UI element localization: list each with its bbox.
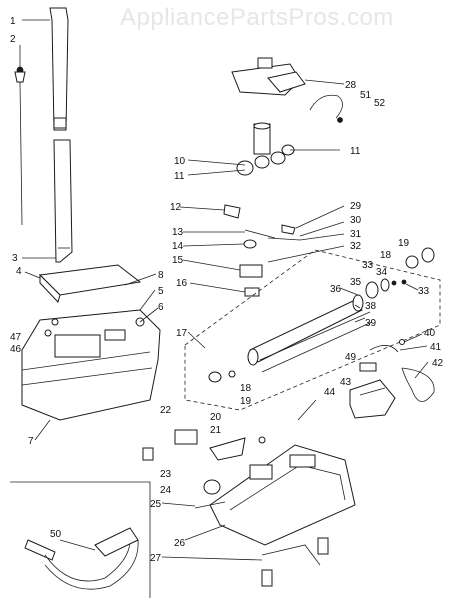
callout-33b: 33 [418, 286, 430, 297]
callout-33a: 33 [362, 260, 374, 271]
knob-23 [142, 447, 154, 461]
callout-22: 22 [160, 405, 172, 416]
callout-40: 40 [424, 328, 436, 339]
callout-47: 47 [10, 332, 22, 343]
callout-44: 44 [324, 387, 336, 398]
screw-47 [51, 318, 59, 326]
callout-30: 30 [350, 215, 362, 226]
gear-stack [236, 122, 295, 176]
callout-41: 41 [430, 342, 442, 353]
callout-12: 12 [170, 202, 182, 213]
leader-lines [19, 19, 429, 561]
callout-10: 10 [174, 156, 186, 167]
callout-34: 34 [376, 267, 388, 278]
callout-labels: 1 2 3 4 5 6 7 8 10 11 11 12 13 14 15 16 … [10, 16, 444, 564]
callout-43: 43 [340, 377, 352, 388]
wand-upper [49, 7, 69, 131]
callout-28: 28 [345, 80, 357, 91]
callout-51: 51 [360, 90, 372, 101]
callout-11b: 11 [350, 146, 361, 157]
callout-17: 17 [176, 328, 188, 339]
callout-39: 39 [365, 318, 377, 329]
screw-46 [44, 329, 52, 337]
callout-11a: 11 [174, 171, 185, 182]
motor-43 [349, 379, 396, 419]
callout-18b: 18 [380, 250, 392, 261]
axle-25 [194, 501, 226, 509]
wand-lower [53, 139, 73, 263]
callout-52: 52 [374, 98, 386, 109]
power-cord [14, 66, 26, 226]
callout-6: 6 [158, 302, 164, 313]
callout-4: 4 [16, 266, 22, 277]
watermark: AppliancePartsPros.com [120, 4, 394, 31]
callout-5: 5 [158, 286, 164, 297]
callout-18a: 18 [240, 383, 252, 394]
callout-16: 16 [176, 278, 188, 289]
callout-31: 31 [350, 229, 362, 240]
callout-14: 14 [172, 241, 184, 252]
inset-border [10, 481, 151, 598]
canister-body [21, 309, 161, 421]
callout-8: 8 [158, 270, 164, 281]
callout-27: 27 [150, 553, 162, 564]
base-plate [209, 444, 356, 546]
bag-housing [38, 264, 142, 303]
handle-27 [261, 537, 329, 587]
callout-7: 7 [28, 436, 34, 447]
brushroll [247, 294, 373, 373]
callout-25: 25 [150, 499, 162, 510]
callout-19b: 19 [398, 238, 410, 249]
hose-50 [24, 527, 139, 590]
wheel-24 [203, 479, 221, 495]
filter-49 [359, 362, 377, 372]
callout-19a: 19 [240, 396, 252, 407]
callout-32: 32 [350, 241, 362, 252]
linkage-parts [223, 204, 301, 297]
callout-36: 36 [330, 284, 342, 295]
assembly-outline [184, 249, 441, 411]
callout-21: 21 [210, 425, 222, 436]
end-caps [208, 247, 435, 383]
screw-20 [258, 436, 266, 444]
callout-38: 38 [365, 301, 377, 312]
callout-50: 50 [50, 529, 62, 540]
callout-23: 23 [160, 469, 172, 480]
callout-49: 49 [345, 352, 357, 363]
callout-29: 29 [350, 201, 362, 212]
callout-13: 13 [172, 227, 184, 238]
callout-46: 46 [10, 344, 22, 355]
callout-35: 35 [350, 277, 362, 288]
callout-24: 24 [160, 485, 172, 496]
switch-22 [174, 429, 198, 445]
callout-2: 2 [10, 34, 16, 45]
cover-21 [209, 437, 246, 461]
callout-20: 20 [210, 412, 222, 423]
belt-42 [401, 367, 435, 402]
bracket-28 [267, 71, 306, 93]
callout-42: 42 [432, 358, 444, 369]
callout-15: 15 [172, 255, 184, 266]
callout-3: 3 [12, 253, 18, 264]
callout-26: 26 [174, 538, 186, 549]
cord-41 [369, 345, 399, 353]
rod-44 [297, 399, 317, 421]
callout-1: 1 [10, 16, 16, 27]
cord-51 [309, 94, 343, 123]
screw-40 [399, 339, 405, 345]
